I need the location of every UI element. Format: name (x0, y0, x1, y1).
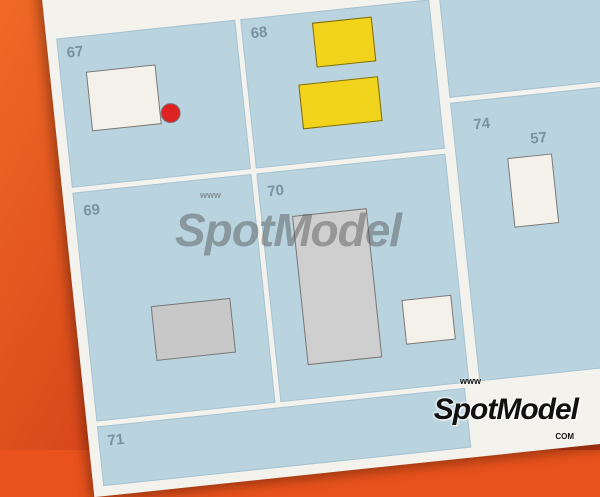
step-number: 67 (65, 42, 85, 62)
step-number: 71 (106, 430, 126, 450)
part (401, 294, 456, 345)
step-panel-67: 67 (56, 19, 251, 188)
part (298, 76, 383, 130)
part (311, 16, 377, 68)
step-panel-68: 68 (240, 0, 445, 169)
part (150, 297, 237, 361)
step-panel-74: 74 57 73 (450, 81, 600, 382)
part (159, 102, 182, 125)
watermark-center: SpotModel (175, 204, 402, 256)
step-number: 74 (472, 114, 492, 134)
step-panel-70: 70 (256, 153, 470, 403)
part (85, 64, 162, 132)
part (507, 153, 560, 228)
step-number: 70 (266, 181, 285, 201)
step-number: 57 (529, 128, 548, 148)
watermark-logo-suffix: COM (555, 432, 574, 442)
watermark-logo-prefix: www (460, 376, 482, 386)
watermark-prefix: www (200, 190, 222, 200)
step-number: 69 (82, 201, 101, 220)
watermark-logo: SpotModel (433, 393, 579, 426)
step-panel-upper-right (433, 0, 600, 98)
step-number: 68 (249, 23, 269, 43)
